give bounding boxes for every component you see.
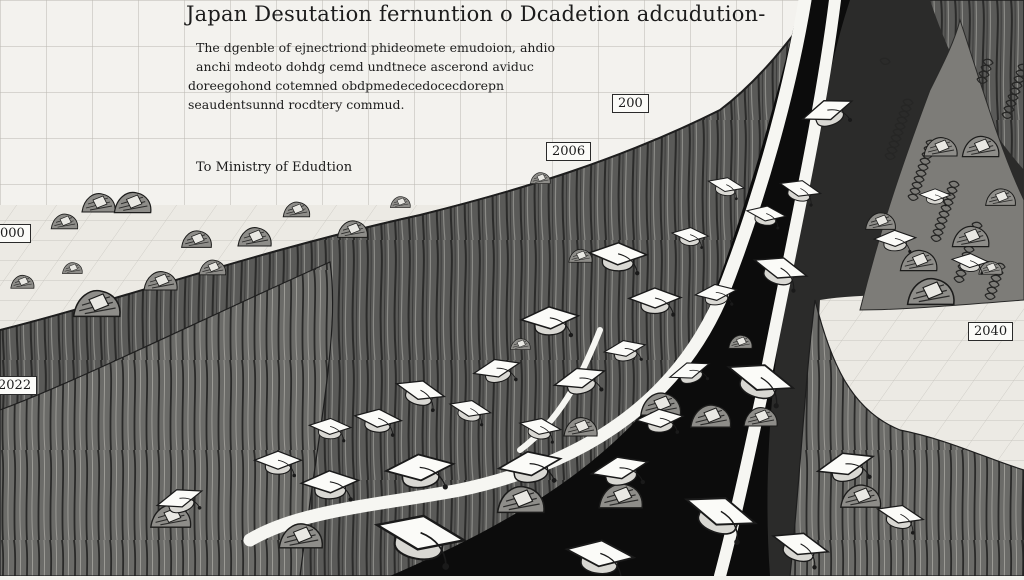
year-label: 000 <box>0 224 31 243</box>
graduation-cap-icon <box>707 177 746 201</box>
banknote-pile-icon <box>568 248 593 263</box>
banknote-pile-icon <box>282 201 311 218</box>
banknote-pile-icon <box>978 260 1003 275</box>
graduation-cap-icon <box>693 283 738 306</box>
graduation-cap-icon <box>394 380 447 413</box>
graduation-cap-icon <box>299 469 361 502</box>
graduation-cap-icon <box>602 339 647 362</box>
banknote-pile-icon <box>743 407 778 427</box>
ministry-caption: To Ministry of Edudtion <box>196 160 353 175</box>
graduation-cap-icon <box>627 287 683 317</box>
graduation-cap-icon <box>726 364 796 409</box>
graduation-cap-icon <box>373 514 468 570</box>
graduation-cap-icon <box>634 408 685 434</box>
banknote-pile-icon <box>278 523 323 549</box>
graduation-cap-icon <box>670 227 710 249</box>
banknote-pile-icon <box>181 230 212 248</box>
banknote-pile-icon <box>143 271 178 291</box>
banknote-pile-icon <box>62 262 83 274</box>
graduation-cap-icon <box>589 456 650 486</box>
banknote-pile-icon <box>72 289 121 318</box>
banknote-pile-icon <box>496 485 545 514</box>
graduation-cap-icon <box>771 532 831 570</box>
banknote-pile-icon <box>840 484 882 508</box>
year-label: 2006 <box>546 142 592 161</box>
graduation-cap-icon <box>564 539 637 580</box>
graduation-cap-icon <box>815 452 876 482</box>
banknote-pile-icon <box>81 193 116 213</box>
graduation-cap-icon <box>918 188 952 207</box>
banknote-pile-icon <box>237 227 272 247</box>
banknote-pile-icon <box>906 277 955 306</box>
banknote-pile-icon <box>951 225 990 248</box>
graduation-cap-icon <box>801 100 854 127</box>
banknote-pile-icon <box>598 483 643 509</box>
graduation-cap-icon <box>950 253 990 275</box>
banknote-pile-icon <box>985 188 1016 206</box>
banknote-pile-icon <box>530 172 551 184</box>
graduation-cap-icon <box>252 450 304 478</box>
year-label: 200 <box>612 94 649 113</box>
graduation-cap-icon <box>307 417 353 443</box>
banknote-pile-icon <box>690 404 732 428</box>
banknote-pile-icon <box>337 220 368 238</box>
graduation-cap-icon <box>587 241 649 276</box>
banknote-pile-icon <box>510 338 531 350</box>
graduation-cap-icon <box>519 306 581 338</box>
graduation-cap-icon <box>353 408 404 437</box>
banknote-pile-icon <box>50 213 79 230</box>
paragraph-line: The dgenble of ejnectriond phideomete em… <box>196 40 555 55</box>
banknote-pile-icon <box>10 274 35 289</box>
banknote-pile-icon <box>563 417 598 437</box>
description-paragraph: The dgenble of ejnectriond phideomete em… <box>188 38 580 114</box>
graduation-cap-icon <box>668 362 711 384</box>
banknote-pile-icon <box>899 249 938 272</box>
banknote-pile-icon <box>113 191 152 214</box>
banknote-pile-icon <box>198 259 227 276</box>
graduation-cap-icon <box>683 497 758 545</box>
illustration-title: Japan Desutation fernuntion o Dcadetion … <box>186 2 766 26</box>
graduation-cap-icon <box>872 229 918 254</box>
graduation-cap-icon <box>448 400 493 427</box>
graduation-cap-icon <box>155 489 204 514</box>
paragraph-line: seaudentsunnd rocdtery commud. <box>188 97 405 112</box>
banknote-pile-icon <box>865 212 896 230</box>
banknote-pile-icon <box>961 135 1000 158</box>
banknote-pile-icon <box>390 196 411 208</box>
paragraph-line: anchi mdeoto dohdg cemd undtnece asceron… <box>196 59 534 74</box>
banknote-pile-icon <box>923 137 958 157</box>
paragraph-line: doreegohond cotemned obdpmedecedocecdore… <box>188 78 505 93</box>
graduation-cap-icon <box>472 358 522 384</box>
graduation-cap-icon <box>383 453 456 490</box>
graduation-cap-icon <box>552 367 607 395</box>
year-label: 2040 <box>968 322 1014 341</box>
graduation-cap-icon <box>875 504 925 535</box>
graduation-cap-icon <box>778 180 823 207</box>
graduation-cap-icon <box>496 450 563 484</box>
year-label: 2022 <box>0 376 38 395</box>
banknote-pile-icon <box>728 334 753 349</box>
graduation-cap-icon <box>745 205 787 230</box>
graduation-cap-icon <box>752 257 809 293</box>
graduation-cap-icon <box>518 417 563 444</box>
